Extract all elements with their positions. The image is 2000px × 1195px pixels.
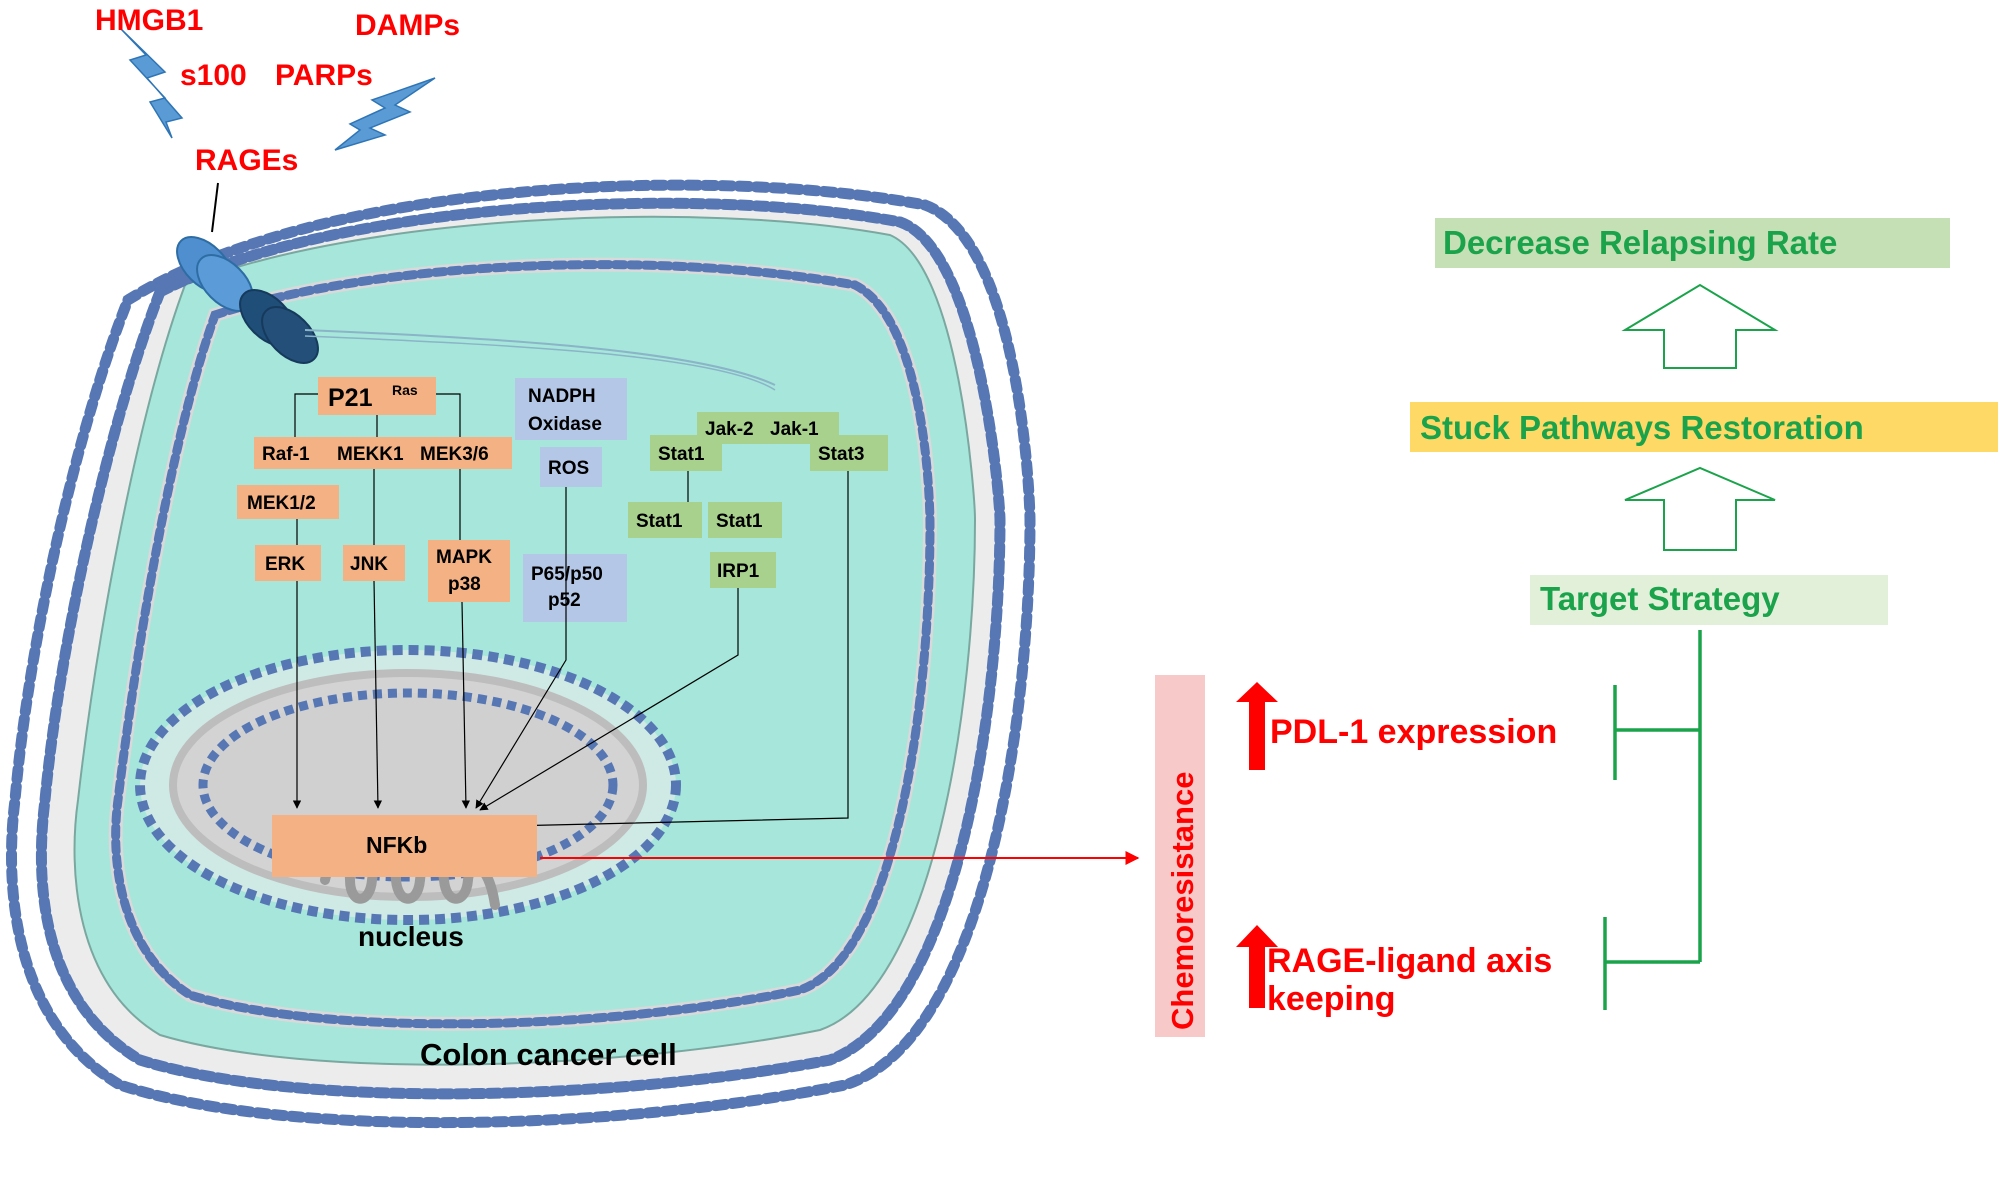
rages-pointer-line bbox=[211, 182, 219, 233]
parps-label: PARPs bbox=[275, 59, 373, 92]
nadph-oxidase-box bbox=[515, 378, 627, 440]
mapk-p38-box bbox=[428, 540, 510, 602]
restoration-label: Stuck Pathways Restoration bbox=[1420, 409, 1864, 446]
ros-label: ROS bbox=[548, 458, 589, 479]
stat1-right-box bbox=[708, 502, 782, 538]
mek12-label: MEK1/2 bbox=[247, 493, 316, 514]
target-strategy-box bbox=[1530, 575, 1888, 625]
rage-axis-label-line2: keeping bbox=[1267, 980, 1395, 1018]
up-arrow-icon bbox=[1236, 925, 1278, 1008]
damps-label: DAMPs bbox=[355, 9, 460, 42]
jak1-label: Jak-1 bbox=[770, 419, 819, 440]
irp1-box bbox=[710, 552, 776, 588]
s100-label: s100 bbox=[180, 59, 247, 92]
p52-label: p52 bbox=[548, 590, 581, 611]
pdl1-label: PDL-1 expression bbox=[1270, 713, 1557, 751]
up-outline-arrow-icon bbox=[1624, 466, 1776, 551]
p65p50-label: P65/p50 bbox=[531, 564, 603, 585]
nfkb-box bbox=[272, 815, 537, 877]
stat3-box bbox=[810, 435, 888, 471]
nadph-label: NADPH bbox=[528, 386, 596, 407]
inhibition-connectors bbox=[1603, 630, 1702, 1010]
restoration-box bbox=[1410, 402, 1998, 452]
cell-body bbox=[6, 179, 1036, 1129]
jnk-box bbox=[343, 545, 405, 581]
hmgb1-label: HMGB1 bbox=[95, 4, 203, 37]
stat1-top-box bbox=[650, 435, 722, 471]
chemoresistance-panel: Chemoresistance PDL-1 expression RAGE-li… bbox=[1155, 675, 1557, 1037]
lightning-bolt-icon bbox=[119, 27, 184, 139]
target-strategy-label: Target Strategy bbox=[1540, 580, 1780, 617]
nfkb-subunit-to-nucleus-arrow bbox=[475, 487, 567, 809]
jak2-label: Jak-2 bbox=[705, 419, 754, 440]
nfkb-label: NFKb bbox=[366, 832, 427, 858]
mekk1-label: MEKK1 bbox=[337, 444, 404, 465]
rages-label: RAGEs bbox=[195, 144, 298, 177]
p21-label: P21 bbox=[328, 384, 373, 412]
rage-receptor-icon bbox=[176, 182, 319, 364]
chemoresistance-label: Chemoresistance bbox=[1165, 772, 1200, 1030]
jnk-to-nfkb-arrow bbox=[373, 580, 383, 809]
lightning-bolt-icon bbox=[334, 77, 436, 151]
mapk-cascade: P21 Ras Raf-1 MEKK1 MEK3/6 MEK1/2 ERK JN… bbox=[237, 377, 512, 809]
jak-stat-pathway: Jak-2 Jak-1 Stat1 Stat3 Stat1 Stat1 IRP1 bbox=[479, 412, 888, 827]
inner-membrane-heads bbox=[111, 260, 935, 1029]
stat3-to-nfkb-line bbox=[507, 471, 849, 827]
nucleus-label: nucleus bbox=[358, 921, 464, 952]
irp1-to-nfkb-arrow bbox=[479, 588, 739, 811]
up-arrow-icon bbox=[1236, 682, 1278, 770]
nucleus-group bbox=[135, 645, 681, 925]
erk-label: ERK bbox=[265, 554, 305, 575]
cell-label: Colon cancer cell bbox=[420, 1037, 677, 1072]
up-outline-arrow-icon bbox=[1621, 283, 1779, 369]
p38-label: p38 bbox=[448, 574, 481, 595]
decrease-relapse-box bbox=[1435, 218, 1950, 268]
outermost-membrane-heads bbox=[6, 179, 1036, 1129]
nadph-ros-pathway: NADPH Oxidase ROS P65/p50 p52 bbox=[475, 378, 627, 809]
rage-axis-label-line1: RAGE-ligand axis bbox=[1267, 942, 1552, 980]
mapk-label: MAPK bbox=[436, 547, 492, 568]
irp1-label: IRP1 bbox=[717, 561, 760, 582]
chemoresistance-box bbox=[1155, 675, 1205, 1037]
p38-to-nfkb-arrow bbox=[461, 601, 471, 809]
mek36-label: MEK3/6 bbox=[420, 444, 489, 465]
p65-p50-p52-box bbox=[523, 554, 627, 622]
stat1-top-label: Stat1 bbox=[658, 444, 705, 465]
stat1-right-label: Stat1 bbox=[716, 511, 763, 532]
outer-membrane-heads bbox=[35, 197, 1006, 1100]
mek12-box bbox=[237, 485, 339, 519]
oxidase-label: Oxidase bbox=[528, 414, 602, 435]
stat3-label: Stat3 bbox=[818, 444, 864, 465]
ras-label: Ras bbox=[392, 382, 418, 398]
erk-box bbox=[255, 545, 321, 581]
receptor-signal-line bbox=[304, 329, 776, 386]
ros-box bbox=[540, 447, 602, 487]
p21-box bbox=[318, 377, 436, 415]
stat1-left-label: Stat1 bbox=[636, 511, 683, 532]
jnk-label: JNK bbox=[350, 554, 388, 575]
raf1-label: Raf-1 bbox=[262, 444, 310, 465]
raf-mekk-mek-box bbox=[254, 437, 512, 469]
stat1-left-box bbox=[628, 502, 702, 538]
decrease-relapse-label: Decrease Relapsing Rate bbox=[1443, 224, 1837, 261]
dna-strand-icon bbox=[320, 856, 500, 910]
